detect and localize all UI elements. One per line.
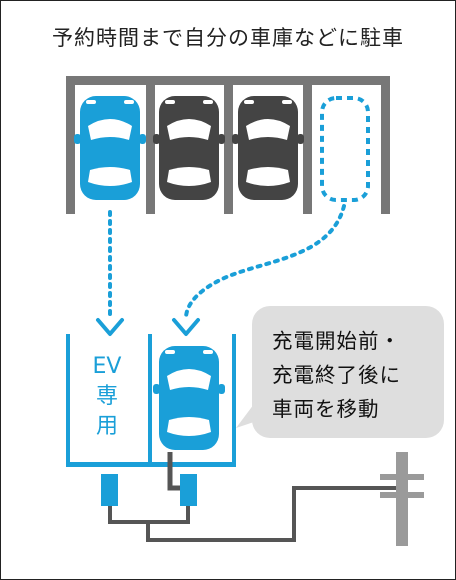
ev-only-label: EV 専 用: [84, 352, 130, 442]
ev-car-parked-icon: [74, 96, 146, 200]
ev-charging-bays: [66, 334, 236, 467]
charger-icon: [101, 474, 118, 506]
speech-bubble: [236, 306, 444, 438]
empty-slot-outline: [320, 96, 370, 202]
power-wiring: [108, 486, 400, 542]
ev-car-charging-icon: [153, 346, 225, 450]
dark-car-icon: [153, 96, 225, 200]
bubble-text: 充電開始前・ 充電終了後に 車両を移動: [272, 324, 442, 426]
bubble-line1: 充電開始前・: [272, 329, 401, 353]
dark-car-icon: [232, 96, 304, 200]
garage-walls: [66, 76, 390, 214]
move-arrow-right: [172, 204, 346, 336]
ev-label-line3: 用: [95, 414, 118, 439]
bubble-line3: 車両を移動: [272, 397, 380, 421]
ev-label-line2: 専: [95, 384, 118, 409]
bubble-line2: 充電終了後に: [272, 363, 401, 387]
charging-cable: [167, 452, 182, 491]
page-title: 予約時間まで自分の車庫などに駐車: [52, 26, 404, 50]
move-arrow-left: [96, 210, 124, 336]
utility-pole-icon: [380, 452, 424, 546]
ev-label-line1: EV: [92, 354, 122, 379]
charger-icon: [180, 474, 197, 506]
